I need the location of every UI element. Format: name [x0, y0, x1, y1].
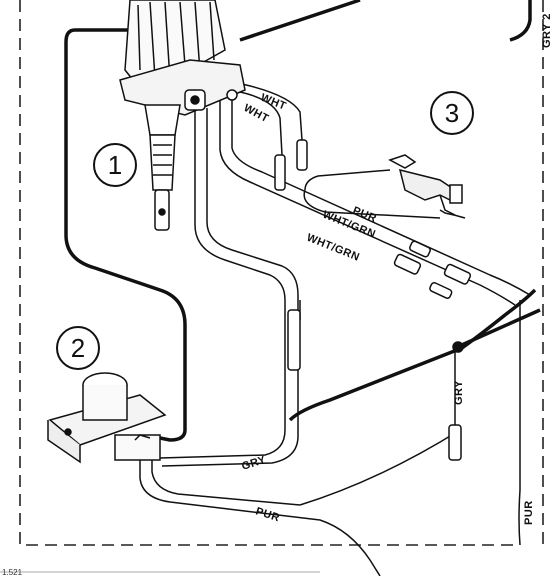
footer-text: 1.521	[2, 568, 23, 576]
distributor	[119, 0, 246, 231]
callout-2: 2	[56, 326, 100, 370]
terminal-plugs	[274, 139, 472, 461]
callout-1: 1	[93, 143, 137, 187]
dashed-boundary	[19, 0, 544, 546]
label-pur-right: PUR	[523, 500, 535, 525]
svg-text:3: 3	[445, 98, 459, 128]
main-harness	[64, 0, 541, 442]
label-gry-lower: GRY	[240, 454, 268, 473]
connector-bracket	[388, 154, 463, 216]
ignition-coil	[47, 372, 167, 464]
svg-text:2: 2	[71, 333, 85, 363]
label-gry-vertical: GRY	[453, 380, 465, 405]
wire-bundle	[139, 83, 531, 576]
label-wht-grn-b: WHT/GRN	[305, 232, 361, 264]
svg-text:1: 1	[108, 150, 122, 180]
callout-3: 3	[430, 91, 474, 135]
label-gry-top-right: GRY 2	[541, 13, 550, 48]
label-pur-lower: PUR	[254, 505, 281, 524]
